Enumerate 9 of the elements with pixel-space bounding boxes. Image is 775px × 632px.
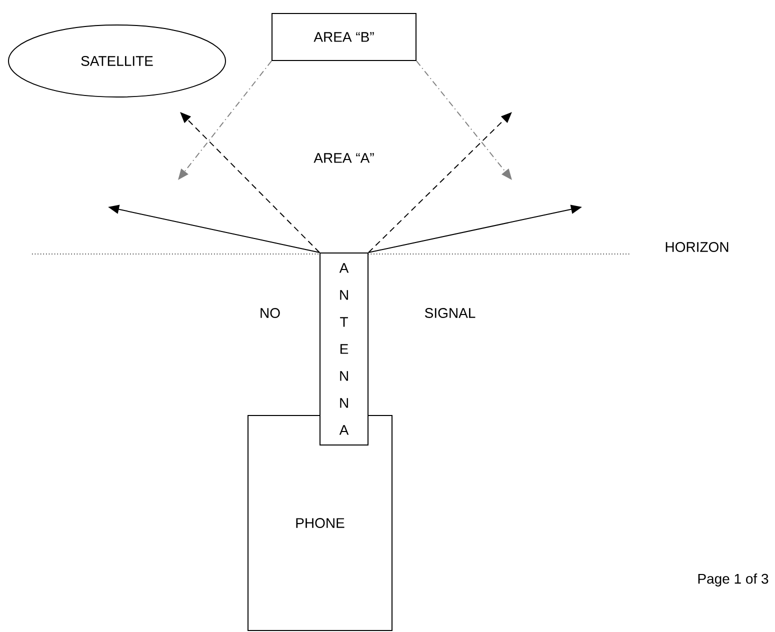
area-box: AREA “B”: [272, 13, 416, 61]
horizon-label: HORIZON: [666, 242, 728, 252]
area-label: AREA “A”: [314, 153, 374, 163]
arrow: [180, 112, 320, 253]
antenna-box: A N T E N N A: [320, 252, 368, 446]
region-label: SIGNAL: [424, 308, 476, 318]
region-label: NO: [260, 308, 280, 318]
page-number: Page 1 of 3: [698, 573, 768, 587]
arrow: [368, 112, 512, 253]
